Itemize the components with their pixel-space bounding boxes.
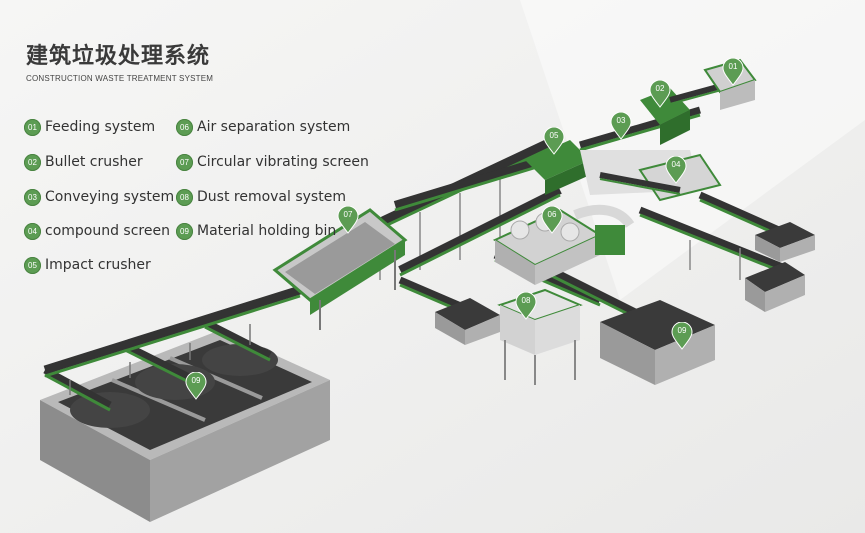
discharge-conveyors	[43, 285, 302, 412]
marker-04: 04	[665, 156, 687, 184]
map-pin-icon	[515, 292, 537, 320]
map-pin-icon	[185, 372, 207, 400]
marker-number: 09	[191, 376, 201, 385]
marker-07: 07	[337, 206, 359, 234]
legend-item-compound-screen: 04 compound screen	[24, 220, 170, 242]
legend-item-air-separation: 06 Air separation system	[176, 116, 350, 138]
map-pin-icon	[610, 112, 632, 140]
marker-08: 08	[515, 292, 537, 320]
air-separation-unit	[492, 204, 635, 285]
marker-01: 01	[722, 58, 744, 86]
legend-label: Circular vibrating screen	[197, 154, 369, 170]
holding-bin-right-upper	[755, 222, 815, 262]
legend-badge: 03	[24, 188, 41, 206]
holding-bin-middle-right	[600, 300, 715, 385]
legend-badge: 07	[176, 153, 193, 171]
marker-number: 08	[521, 296, 531, 305]
marker-number: 09	[677, 326, 687, 335]
legend-badge: 08	[176, 188, 193, 206]
page-subtitle: CONSTRUCTION WASTE TREATMENT SYSTEM	[26, 74, 214, 83]
map-pin-icon	[722, 58, 744, 86]
marker-05: 05	[543, 127, 565, 155]
map-pin-icon	[671, 322, 693, 350]
legend-label: compound screen	[45, 223, 170, 239]
page-title: 建筑垃圾处理系统	[26, 44, 211, 69]
holding-bin-middle-left	[435, 298, 500, 345]
marker-09-right: 09	[671, 322, 693, 350]
marker-number: 04	[671, 160, 681, 169]
legend-item-feeding: 01 Feeding system	[24, 116, 155, 138]
marker-number: 03	[616, 116, 626, 125]
legend-label: Dust removal system	[197, 189, 346, 205]
legend-label: Bullet crusher	[45, 154, 143, 170]
dust-removal-unit	[497, 288, 583, 385]
marker-number: 02	[655, 84, 665, 93]
map-pin-icon	[543, 127, 565, 155]
map-pin-icon	[649, 80, 671, 108]
marker-06: 06	[541, 206, 563, 234]
legend-label: Impact crusher	[45, 257, 151, 273]
marker-number: 07	[343, 210, 353, 219]
marker-number: 06	[547, 210, 557, 219]
legend-label: Air separation system	[197, 119, 351, 135]
map-pin-icon	[541, 206, 563, 234]
holding-bin-right-lower	[745, 262, 805, 312]
legend-badge: 02	[24, 153, 41, 171]
legend-item-dust-removal: 08 Dust removal system	[176, 186, 346, 208]
map-pin-icon	[665, 156, 687, 184]
legend-item-vibrating-screen: 07 Circular vibrating screen	[176, 151, 369, 173]
vibrating-screen	[272, 208, 408, 330]
legend-label: Feeding system	[45, 119, 156, 135]
legend-badge: 09	[176, 222, 193, 240]
marker-09-left: 09	[185, 372, 207, 400]
legend-badge: 05	[24, 256, 41, 274]
legend-label: Conveying system	[45, 189, 175, 205]
legend-item-conveying: 03 Conveying system	[24, 186, 174, 208]
legend-item-bullet-crusher: 02 Bullet crusher	[24, 151, 143, 173]
legend-badge: 01	[24, 118, 41, 136]
map-pin-icon	[337, 206, 359, 234]
legend-label: Material holding bin	[197, 223, 337, 239]
marker-number: 01	[728, 62, 738, 71]
marker-number: 05	[549, 131, 559, 140]
legend-badge: 06	[176, 118, 193, 136]
marker-02: 02	[649, 80, 671, 108]
marker-03: 03	[610, 112, 632, 140]
legend-item-holding-bin: 09 Material holding bin	[176, 220, 336, 242]
legend-item-impact-crusher: 05 Impact crusher	[24, 254, 151, 276]
legend-badge: 04	[24, 222, 41, 240]
